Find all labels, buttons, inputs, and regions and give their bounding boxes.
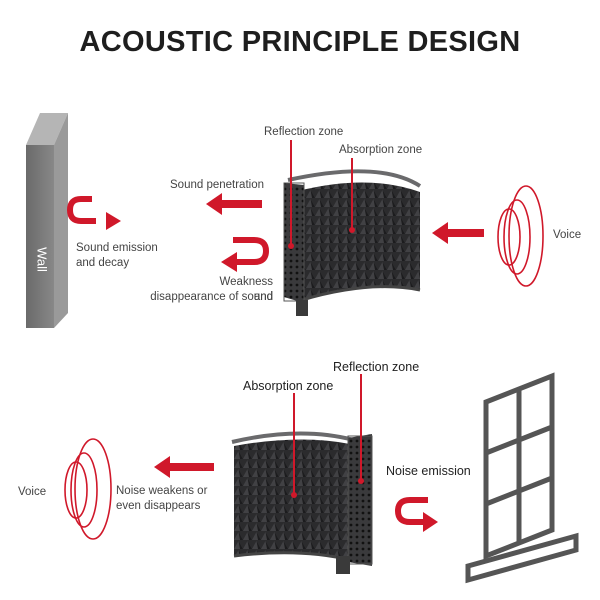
- window: [465, 372, 579, 584]
- top-voice-waves: [497, 185, 544, 287]
- noise-emission-label: Noise emission: [386, 464, 471, 478]
- sound-penetration-label: Sound penetration: [170, 179, 264, 191]
- bottom-voice-waves: [64, 438, 112, 540]
- weakness-arrow-head: [221, 252, 237, 272]
- top-absorption-marker: [349, 158, 355, 233]
- weakness-label-2: disappearance of sound: [150, 291, 273, 303]
- noise-weakens-arrow: [154, 456, 214, 478]
- wall-label: Wall: [34, 247, 50, 272]
- top-reflection-marker: [288, 140, 294, 249]
- top-absorption-zone-label: Absorption zone: [339, 144, 423, 156]
- bottom-isolation-shield: [231, 431, 373, 574]
- sound-emission-label-2: and decay: [76, 257, 130, 269]
- weakness-arrow: [233, 237, 270, 265]
- wall: [26, 113, 68, 328]
- bottom-reflection-zone-label: Reflection zone: [333, 360, 420, 374]
- top-voice-label: Voice: [553, 229, 582, 241]
- noise-emission-arrow-head: [423, 512, 438, 532]
- sound-emission-arrow: [66, 196, 121, 230]
- sound-penetration-arrow: [206, 193, 262, 215]
- bottom-absorption-marker: [291, 393, 297, 498]
- page-title: ACOUSTIC PRINCIPLE DESIGN: [79, 26, 521, 58]
- bottom-absorption-zone-label: Absorption zone: [243, 379, 334, 393]
- noise-weakens-label-1: Noise weakens or: [116, 485, 208, 497]
- top-reflection-zone-label: Reflection zone: [264, 126, 344, 138]
- noise-weakens-label-2: even disappears: [116, 500, 201, 512]
- noise-emission-arrow: [394, 497, 428, 525]
- bottom-voice-label: Voice: [18, 486, 47, 498]
- weakness-label-1: Weakness and: [219, 276, 273, 303]
- bottom-reflection-marker: [358, 374, 364, 484]
- sound-emission-label-1: Sound emission: [76, 242, 158, 254]
- top-isolation-shield: [283, 169, 422, 316]
- top-voice-arrow: [432, 222, 484, 244]
